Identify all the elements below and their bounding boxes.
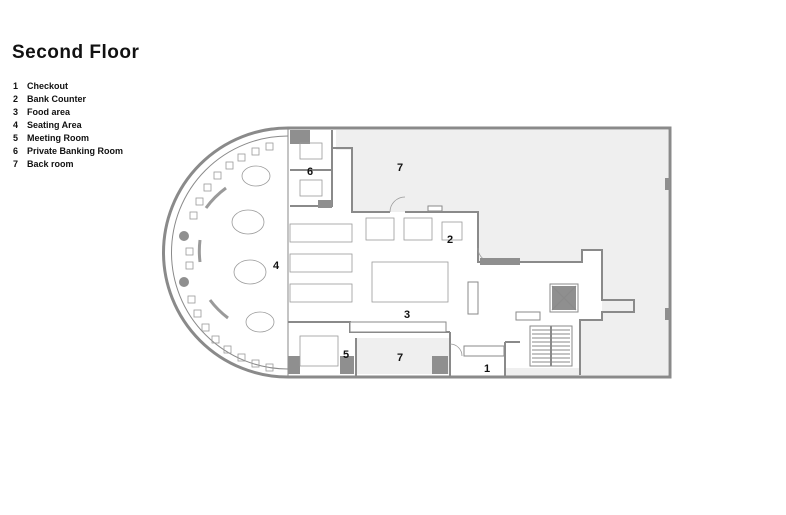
outer-walls (162, 126, 672, 379)
legend-item: 2 Bank Counter (13, 93, 123, 106)
room-label-bank-counter: 2 (447, 234, 453, 246)
legend-item: 5 Meeting Room (13, 132, 123, 145)
legend-item: 6 Private Banking Room (13, 145, 123, 158)
furniture (197, 142, 463, 367)
counters (349, 205, 541, 357)
legend-number: 3 (13, 107, 19, 117)
legend-label: Back room (27, 159, 74, 169)
page-title: Second Floor (12, 42, 140, 63)
legend-label: Seating Area (27, 120, 82, 130)
legend-number: 1 (13, 81, 19, 91)
room-label-food-area: 3 (404, 309, 410, 321)
legend-number: 4 (13, 120, 19, 130)
facade-chairs (185, 142, 274, 372)
back-room-area (336, 130, 668, 376)
stairs (529, 283, 579, 367)
room-label-back-room: 7 (397, 352, 403, 364)
legend-number: 2 (13, 94, 19, 104)
legend-item: 4 Seating Area (13, 119, 123, 132)
room-label-back-room: 7 (397, 162, 403, 174)
legend-number: 6 (13, 146, 19, 156)
legend-item: 7 Back room (13, 158, 123, 171)
room-label-private-banking: 6 (307, 166, 313, 178)
legend-number: 5 (13, 133, 19, 143)
room-label-seating-area: 4 (273, 260, 280, 272)
room-label-meeting-room: 5 (343, 349, 349, 361)
legend-number: 7 (13, 159, 19, 169)
legend-item: 1 Checkout (13, 80, 123, 93)
legend-label: Meeting Room (27, 133, 89, 143)
legend: 1 Checkout 2 Bank Counter 3 Food area 4 Seat… (13, 80, 123, 171)
legend-label: Private Banking Room (27, 146, 124, 156)
room-label-checkout: 1 (484, 363, 490, 375)
legend-label: Bank Counter (27, 94, 87, 104)
legend-label: Food area (27, 107, 71, 117)
legend-label: Checkout (27, 81, 69, 91)
legend-item: 3 Food area (13, 106, 123, 119)
